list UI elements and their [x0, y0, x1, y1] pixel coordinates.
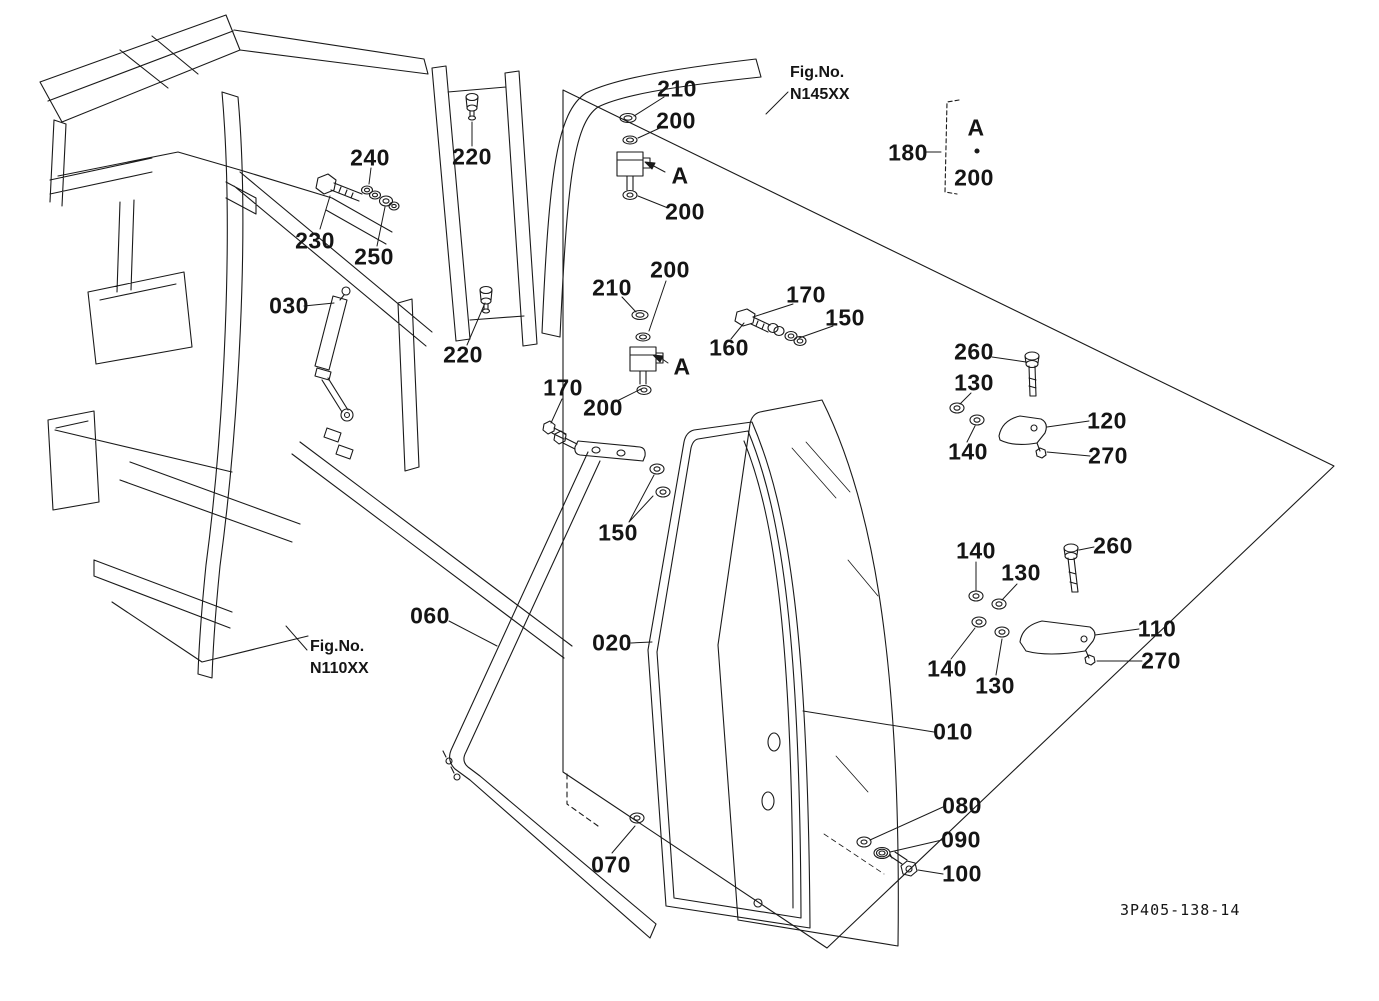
part-label-160: 160 — [709, 334, 749, 361]
part-label-210: 210 — [592, 274, 632, 301]
part-label-230: 230 — [295, 227, 335, 254]
part-label-250: 250 — [354, 243, 394, 270]
part-label-120: 120 — [1087, 407, 1127, 434]
part-label-070: 070 — [591, 851, 631, 878]
part-label-170: 170 — [786, 281, 826, 308]
part-label-150: 150 — [598, 519, 638, 546]
part-label-140: 140 — [956, 537, 996, 564]
figure-ref-n145xx-line2: N145XX — [790, 85, 850, 103]
part-label-a: A — [673, 353, 691, 380]
part-label-200: 200 — [583, 394, 623, 421]
part-label-110: 110 — [1137, 615, 1177, 642]
part-label-140: 140 — [927, 655, 967, 682]
drawing-number: 3P405-138-14 — [1120, 901, 1241, 919]
part-label-200: 200 — [954, 164, 994, 191]
part-label-200: 200 — [665, 198, 705, 225]
part-label-150: 150 — [825, 304, 865, 331]
part-label-100: 100 — [942, 860, 982, 887]
cab-frame-line-art — [39, 14, 573, 679]
part-label-010: 010 — [933, 718, 973, 745]
part-label-200: 200 — [656, 107, 696, 134]
figure-ref-n110xx-line1: Fig.No. — [310, 638, 365, 655]
mounting-plane — [562, 89, 1335, 949]
part-label-240: 240 — [350, 144, 390, 171]
part-label-210: 210 — [657, 75, 697, 102]
part-label-260: 260 — [1093, 532, 1133, 559]
part-label-a: A — [671, 162, 689, 189]
part-label-270: 270 — [1141, 647, 1181, 674]
door-assembly-line-art — [442, 399, 899, 947]
part-label-060: 060 — [410, 602, 450, 629]
figure-ref-n145xx: Fig.No. N145XX — [790, 62, 850, 105]
figure-ref-n110xx-line2: N110XX — [310, 659, 369, 677]
arrow-a-top-icon — [644, 161, 656, 170]
part-label-180: 180 — [888, 139, 928, 166]
arrow-a-mid-icon — [652, 354, 664, 363]
part-label-080: 080 — [942, 792, 982, 819]
part-label-260: 260 — [954, 338, 994, 365]
window-frame-line-art — [541, 58, 762, 338]
part-label-220: 220 — [452, 143, 492, 170]
part-label-130: 130 — [954, 369, 994, 396]
part-label-140: 140 — [948, 438, 988, 465]
figure-ref-n110xx: Fig.No. N110XX — [310, 636, 369, 679]
part-label-220: 220 — [443, 341, 483, 368]
part-label-270: 270 — [1088, 442, 1128, 469]
part-label-200: 200 — [650, 256, 690, 283]
part-label-a: A — [967, 114, 985, 141]
part-label-090: 090 — [941, 826, 981, 853]
part-label-130: 130 — [1001, 559, 1041, 586]
part-label-170: 170 — [543, 374, 583, 401]
leader-lines — [285, 91, 1143, 875]
part-label-130: 130 — [975, 672, 1015, 699]
figure-ref-n145xx-line1: Fig.No. — [790, 64, 845, 81]
part-label-020: 020 — [592, 629, 632, 656]
hardware-line-art — [314, 92, 1096, 877]
part-label-030: 030 — [269, 292, 309, 319]
